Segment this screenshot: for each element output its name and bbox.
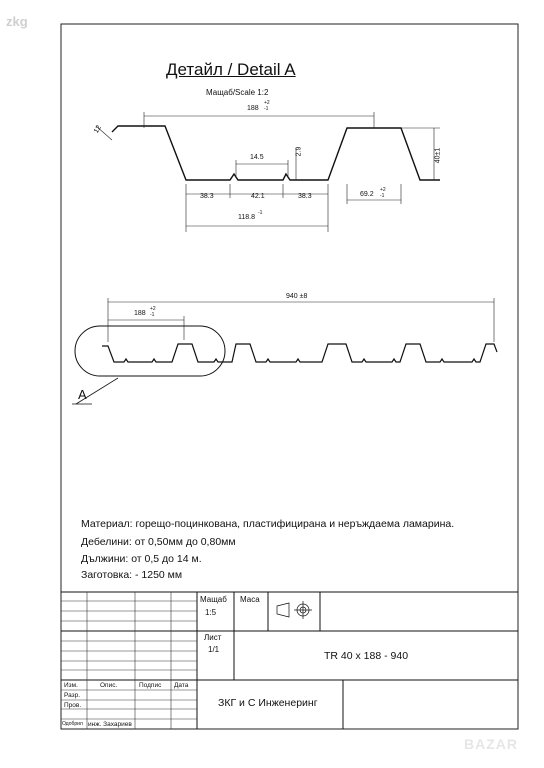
detail-callout-outline <box>74 325 226 377</box>
tb-scale-value: 1:5 <box>205 608 217 617</box>
tb-sheet-value: 1/1 <box>208 645 220 654</box>
dim-mid-flat: 42.1 <box>251 193 265 200</box>
detail-callout-leader <box>75 377 119 405</box>
dim-left-flat: 38.3 <box>200 193 214 200</box>
note-length: Дължини: от 0,5 до 14 м. <box>81 553 202 565</box>
dim-bottom-total: 118.8 <box>238 214 255 221</box>
tb-col-opis: Опис. <box>100 682 118 689</box>
overview-profile <box>102 343 498 363</box>
tb-row-razr: Разр. <box>64 692 81 699</box>
tb-col-data: Дата <box>174 682 189 689</box>
projection-symbol-icon <box>276 601 312 619</box>
dim-rib: 14.5 <box>250 154 264 161</box>
watermark-top: zkg <box>6 14 28 29</box>
title-block-grid <box>61 591 518 729</box>
dim-height: 40±1 <box>434 147 442 164</box>
detail-title: Детайл / Detail A <box>166 60 296 79</box>
tb-row-prov: Пров. <box>64 702 82 709</box>
detail-dimension-lines <box>95 112 440 232</box>
dim-total-width: 940 ±8 <box>286 293 308 300</box>
dim-top-width-tol-down: -1 <box>264 106 269 112</box>
dim-bottom-total-tol: -1 <box>258 210 263 216</box>
dim-right-top: 69.2 <box>360 191 374 198</box>
detail-label-a: A <box>78 387 87 402</box>
tb-mass-label: Маса <box>240 595 260 604</box>
dim-pitch: 188 <box>134 310 146 317</box>
detail-scale: Мащаб/Scale 1:2 <box>206 88 269 97</box>
dim-right-top-tol-up: +2 <box>380 187 386 193</box>
overview-dimension-lines <box>107 298 495 342</box>
title-block-thin-grid <box>61 592 197 729</box>
tb-scale-label: Мащаб <box>200 595 227 604</box>
drawing-frame <box>60 23 519 730</box>
note-material: Материал: горещо-поцинкована, пластифици… <box>81 518 455 530</box>
tb-utv-name: инж. Захариев <box>88 721 132 728</box>
dim-right-top-tol-down: -1 <box>380 193 385 199</box>
tb-product-code: TR 40 x 188 - 940 <box>324 650 409 662</box>
dim-top-width-tol-up: +2 <box>264 100 270 106</box>
dim-pitch-tol-down: -1 <box>150 312 155 318</box>
watermark-bottom: BAZAR <box>464 736 518 752</box>
tb-sheet-label: Лист <box>204 633 222 642</box>
dim-top-width: 188 <box>247 105 259 112</box>
tb-col-podpis: Подпис <box>139 682 162 689</box>
dim-rib-depth: 2.9 <box>295 146 303 157</box>
tb-row-utv: Одобрил <box>62 721 83 727</box>
note-blank: Заготовка: - 1250 мм <box>81 569 183 581</box>
dim-pitch-tol-up: +2 <box>150 306 156 312</box>
dim-right-flat: 38.3 <box>298 193 312 200</box>
tb-col-izm: Изм. <box>64 682 78 689</box>
tb-company: ЗКГ и С Инженеринг <box>218 697 318 709</box>
note-thickness: Дебелини: от 0,50мм до 0,80мм <box>81 536 236 548</box>
detail-profile <box>111 125 440 181</box>
